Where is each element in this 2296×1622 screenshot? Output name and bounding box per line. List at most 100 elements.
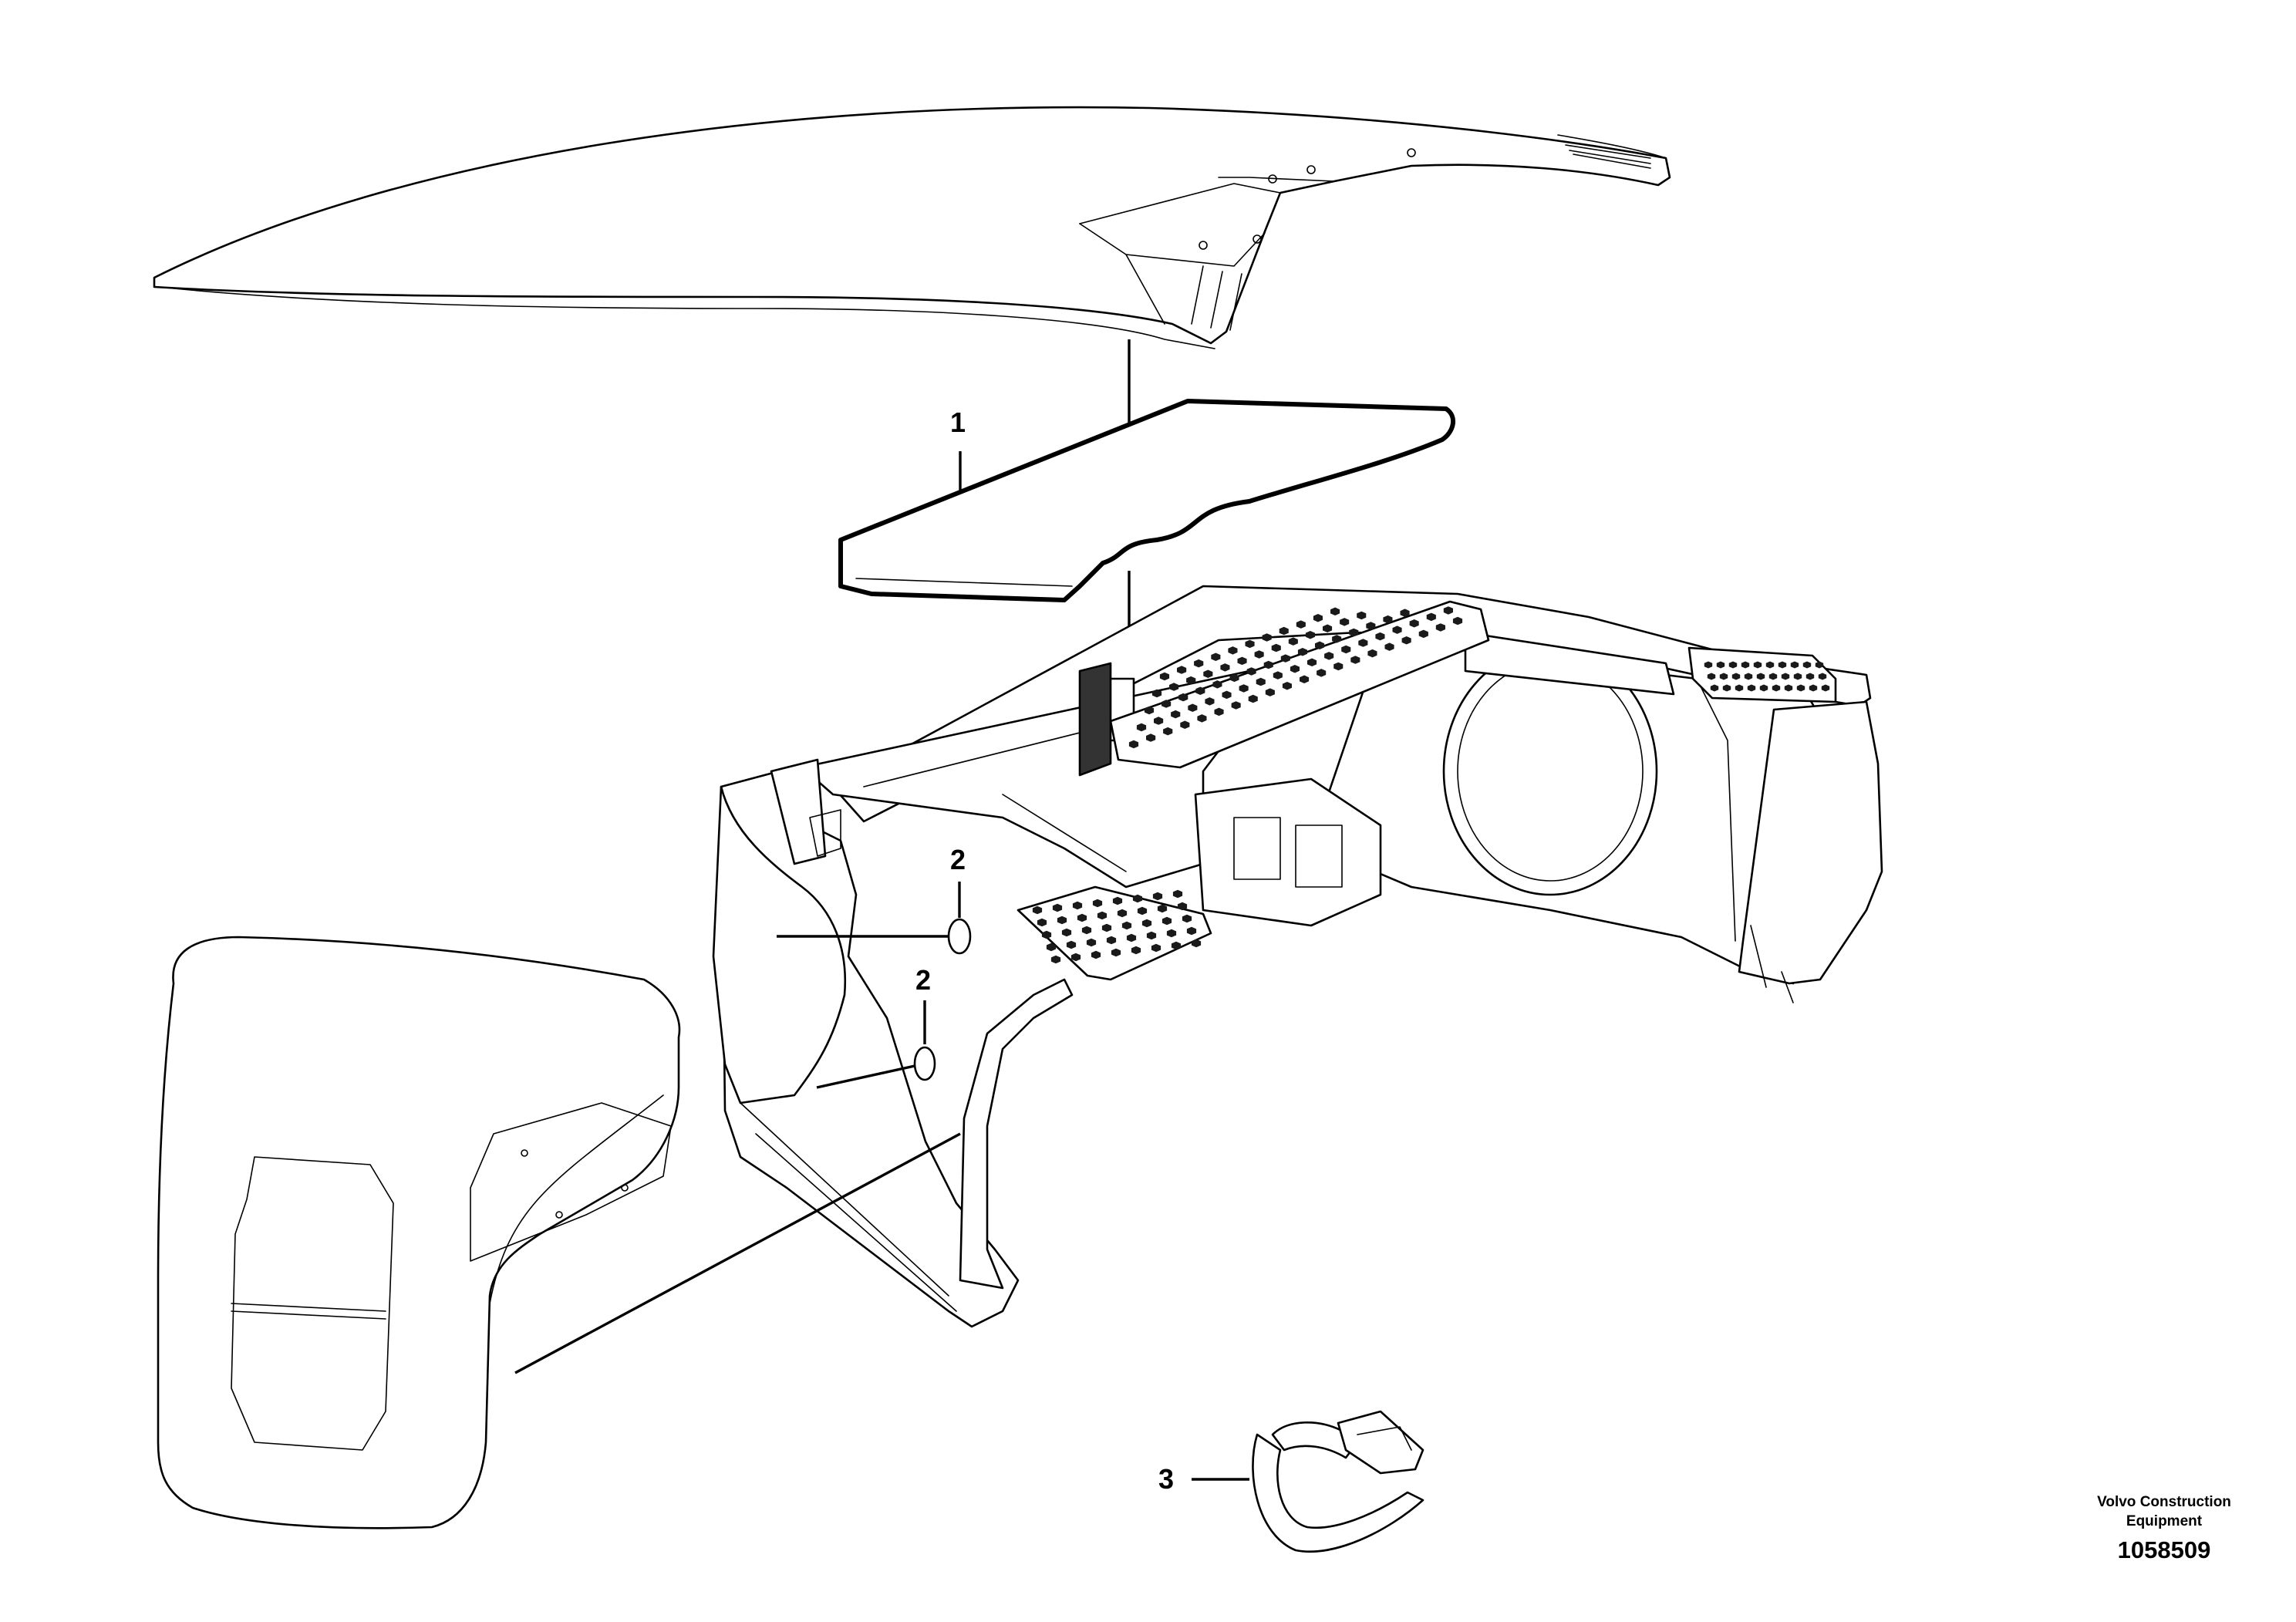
- perforation-hole: [1443, 606, 1453, 615]
- perforation-hole: [1046, 943, 1057, 952]
- perforation-hole: [1350, 656, 1360, 664]
- perforation-hole: [1097, 911, 1108, 920]
- perforation-hole: [1426, 612, 1436, 622]
- perforation-hole: [1802, 661, 1812, 669]
- perforation-hole: [1288, 637, 1298, 646]
- perforation-hole: [1358, 639, 1368, 647]
- perforation-hole: [1307, 658, 1317, 666]
- perforation-hole: [1141, 919, 1152, 928]
- perforation-hole: [1111, 948, 1121, 957]
- perforation-hole: [1273, 671, 1283, 679]
- perforation-hole: [1072, 901, 1083, 910]
- perforation-hole: [1136, 723, 1147, 732]
- company-name-line2: Equipment: [2126, 1513, 2203, 1529]
- perforation-hole: [1211, 653, 1221, 661]
- perforation-hole: [1246, 667, 1256, 676]
- perforation-hole: [1317, 669, 1327, 677]
- perforation-hole: [1194, 659, 1204, 668]
- perforation-hole: [1271, 643, 1281, 653]
- perforation-hole: [1765, 661, 1775, 669]
- perforation-hole: [1815, 661, 1824, 669]
- perforation-hole: [1392, 626, 1402, 634]
- lower-step: [1017, 885, 1212, 981]
- perforation-hole: [1239, 684, 1249, 693]
- perforation-hole: [1756, 673, 1765, 680]
- perforation-hole: [1052, 903, 1063, 912]
- perforation-hole: [1197, 714, 1207, 723]
- perforation-hole: [1169, 683, 1179, 691]
- perforation-hole: [1101, 923, 1112, 932]
- perforation-hole: [1178, 693, 1188, 702]
- side-panel-leader: [514, 1132, 961, 1374]
- perforation-hole: [1171, 710, 1181, 719]
- perforation-hole: [1728, 661, 1738, 669]
- perforation-hole: [1704, 661, 1713, 669]
- callout-1: 1: [950, 406, 966, 438]
- grommet-upper: [947, 918, 972, 955]
- perforation-hole: [1793, 673, 1802, 680]
- perforation-hole: [1323, 624, 1333, 632]
- perforation-hole: [1375, 632, 1385, 641]
- perforation-hole: [1229, 673, 1239, 683]
- perforation-hole: [1131, 946, 1141, 955]
- upper-walkway: [1109, 600, 1490, 769]
- company-name-line1: Volvo Construction: [2097, 1494, 2231, 1510]
- perforation-hole: [1781, 673, 1790, 680]
- callout-3: 3: [1158, 1463, 1174, 1495]
- callout-2-upper: 2: [950, 844, 966, 875]
- callout-2b-pointer: [816, 1064, 915, 1089]
- perforation-hole: [1161, 916, 1172, 926]
- perforation-hole: [1790, 661, 1799, 669]
- perforation-hole: [1161, 700, 1172, 708]
- perforation-hole: [1214, 707, 1224, 717]
- grommet-lower: [913, 1046, 936, 1081]
- perforation-hole: [1818, 673, 1827, 680]
- perforation-hole: [1305, 631, 1315, 639]
- engine-hood: [153, 106, 1671, 349]
- perforation-hole: [1126, 933, 1137, 943]
- perforation-hole: [1254, 650, 1264, 659]
- perforation-hole: [1805, 673, 1815, 680]
- perforation-hole: [1172, 889, 1183, 899]
- perforation-hole: [1784, 684, 1793, 692]
- perforation-hole: [1137, 906, 1148, 916]
- perforation-hole: [1296, 620, 1306, 629]
- perforation-hole: [1719, 673, 1728, 680]
- perforation-hole: [1166, 929, 1177, 938]
- perforation-hole: [1222, 690, 1232, 700]
- insulation-mat: [838, 399, 1455, 602]
- perforation-hole: [1333, 662, 1344, 671]
- perforation-hole: [1384, 642, 1394, 651]
- perforation-hole: [1735, 684, 1744, 692]
- perforation-hole: [1203, 669, 1213, 678]
- perforation-hole: [1452, 616, 1463, 626]
- perforation-hole: [1245, 639, 1255, 649]
- perforation-hole: [1061, 928, 1072, 937]
- perforation-hole: [1796, 684, 1805, 692]
- perforation-hole: [1154, 717, 1164, 725]
- perforation-hole: [1809, 684, 1818, 692]
- perforation-hole: [1256, 677, 1266, 686]
- perforation-hole: [1146, 733, 1156, 742]
- perforation-hole: [1157, 904, 1168, 913]
- perforation-hole: [1041, 930, 1052, 939]
- perforation-hole: [1332, 635, 1342, 643]
- perforation-hole: [1341, 645, 1351, 654]
- perforation-hole: [1315, 641, 1325, 649]
- perforation-hole: [1106, 936, 1117, 945]
- perforation-hole: [1188, 703, 1198, 712]
- perforation-hole: [1205, 697, 1215, 706]
- perforation-hole: [1435, 623, 1445, 632]
- perforation-hole: [1401, 636, 1411, 645]
- perforation-hole: [1716, 661, 1725, 669]
- perforation-hole: [1753, 661, 1762, 669]
- perforation-hole: [1400, 609, 1410, 617]
- perforation-hole: [1300, 675, 1310, 683]
- perforation-hole: [1707, 673, 1716, 680]
- perforation-hole: [1313, 614, 1323, 622]
- perforation-hole: [1163, 727, 1173, 736]
- perforation-hole: [1821, 684, 1830, 692]
- perforation-hole: [1191, 939, 1202, 948]
- perforation-hole: [1357, 611, 1367, 620]
- perforation-hole: [1228, 646, 1238, 655]
